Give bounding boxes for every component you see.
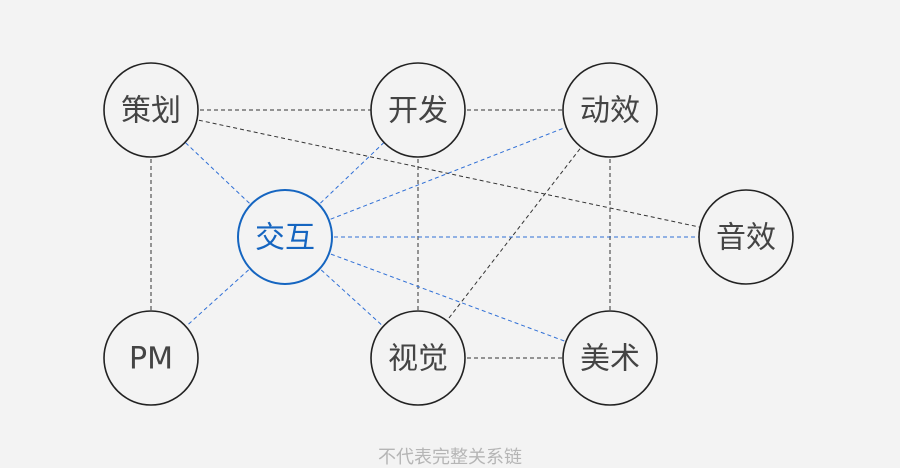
node-circle-meishu (562, 310, 658, 406)
node-pm: PM (103, 310, 199, 406)
node-circle-jiaohu (237, 189, 333, 285)
node-label-dongxiao: 动效 (580, 94, 640, 129)
node-circle-dongxiao (562, 62, 658, 158)
node-label-meishu: 美术 (580, 342, 640, 377)
node-circle-yinxiao (698, 189, 794, 285)
node-shijue: 视觉 (370, 310, 466, 406)
node-label-jiaohu: 交互 (255, 221, 315, 256)
link-jiaohu-dongxiao (284, 109, 611, 238)
node-label-shijue: 视觉 (388, 342, 448, 377)
link-jiaohu-meishu (284, 236, 611, 359)
node-label-yinxiao: 音效 (716, 221, 776, 256)
node-circle-kaifa (370, 62, 466, 158)
node-meishu: 美术 (562, 310, 658, 406)
node-label-kaifa: 开发 (388, 94, 448, 129)
node-circle-pm (103, 310, 199, 406)
node-label-cehua: 策划 (121, 94, 181, 129)
node-jiaohu: 交互 (237, 189, 333, 285)
node-dongxiao: 动效 (562, 62, 658, 158)
node-label-pm: PM (129, 342, 173, 377)
node-circle-cehua (103, 62, 199, 158)
diagram-caption: 不代表完整关系链 (378, 447, 522, 468)
node-yinxiao: 音效 (698, 189, 794, 285)
node-cehua: 策划 (103, 62, 199, 158)
node-circle-shijue (370, 310, 466, 406)
link-dongxiao-shijue (417, 109, 611, 359)
node-kaifa: 开发 (370, 62, 466, 158)
